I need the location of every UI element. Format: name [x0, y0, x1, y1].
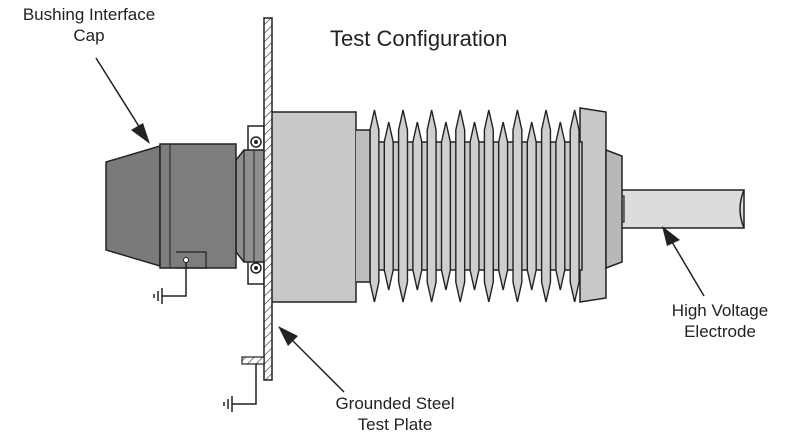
- bushing-body: [269, 111, 371, 303]
- insulator-shed: [498, 121, 509, 291]
- label-line: Electrode: [684, 322, 756, 341]
- insulator-shed: [426, 109, 437, 303]
- insulator-shed: [383, 121, 394, 291]
- insulator-shed: [369, 109, 380, 303]
- insulator-shed: [455, 109, 466, 303]
- label-line: High Voltage: [671, 301, 769, 320]
- electrode-leader-arrow: [662, 226, 705, 297]
- bushing-neck: [235, 149, 267, 263]
- insulator-shed: [526, 121, 537, 291]
- ground-symbol-icon: [153, 288, 163, 304]
- grounded-steel-test-plate: [241, 17, 273, 381]
- label-line: Test Plate: [357, 415, 433, 434]
- insulator-shed: [512, 109, 523, 303]
- bushing-end-collar: [579, 107, 623, 303]
- plate-leader-arrow: [278, 326, 345, 393]
- bushing-interface-cap: [105, 143, 237, 269]
- label-line: Grounded Steel: [335, 394, 455, 413]
- ground-symbol-icon: [223, 396, 233, 412]
- diagram-title: Test Configuration: [330, 26, 508, 51]
- cap-leader-arrow: [95, 57, 150, 144]
- hv-electrode-label: High Voltage Electrode: [655, 300, 785, 342]
- test-plate-label: Grounded Steel Test Plate: [320, 393, 470, 435]
- insulator-shed: [540, 109, 552, 303]
- label-line: Bushing Interface: [22, 5, 156, 24]
- bushing-interface-cap-label: Bushing Interface Cap: [4, 4, 174, 46]
- insulator-shed: [569, 109, 580, 303]
- label-line: Cap: [73, 26, 105, 45]
- insulator-shed: [469, 121, 480, 291]
- insulator-shed: [397, 109, 409, 303]
- insulator-shed: [555, 121, 566, 291]
- hv-electrode: [611, 189, 745, 229]
- insulator-shed: [483, 109, 494, 303]
- insulator-shed: [440, 121, 452, 291]
- cap-ground-wire: [162, 262, 187, 297]
- insulator-shed: [412, 121, 423, 291]
- insulator-sheds: [369, 109, 583, 303]
- plate-ground-wire: [232, 364, 257, 405]
